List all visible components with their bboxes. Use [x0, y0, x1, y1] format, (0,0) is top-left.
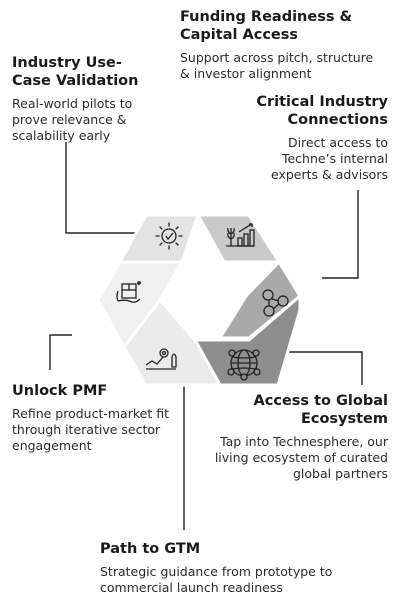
item-title-gtm: Path to GTM [100, 541, 201, 557]
item-desc-gtm: Strategic guidance from prototype to com… [100, 564, 333, 595]
segment-validation [118, 213, 200, 264]
item-pmf: Unlock PMF Refine product-market fit thr… [12, 382, 192, 454]
connector-connections [322, 190, 359, 279]
item-funding: Funding Readiness & Capital Access Suppo… [180, 8, 380, 82]
segment-pmf [96, 260, 184, 349]
item-gtm: Path to GTM Strategic guidance from prot… [100, 540, 390, 596]
product-box-icon [116, 281, 141, 303]
item-desc-pmf: Refine product-market fit through iterat… [12, 406, 169, 453]
item-connections: Critical Industry Connections Direct acc… [238, 93, 388, 183]
segment-connections [218, 260, 302, 340]
item-desc-ecosystem: Tap into Technesphere, our living ecosys… [214, 434, 388, 481]
item-title-connections: Critical Industry Connections [256, 94, 388, 128]
connector-ecosystem [276, 351, 363, 385]
item-validation: Industry Use-Case Validation Real-world … [12, 54, 157, 144]
people-network-icon [262, 289, 289, 317]
item-title-validation: Industry Use-Case Validation [12, 55, 139, 89]
item-desc-validation: Real-world pilots to prove relevance & s… [12, 96, 133, 143]
item-title-pmf: Unlock PMF [12, 383, 108, 399]
globe-network-icon [227, 349, 261, 381]
connector-lines [49, 142, 363, 530]
connector-pmf [49, 334, 72, 370]
item-ecosystem: Access to Global Ecosystem Tap into Tech… [210, 392, 388, 482]
item-title-funding: Funding Readiness & Capital Access [180, 9, 353, 43]
connector-validation [65, 142, 140, 234]
item-title-ecosystem: Access to Global Ecosystem [253, 393, 388, 427]
item-desc-connections: Direct access to Techne’s internal exper… [270, 135, 388, 182]
rocket-target-icon [145, 348, 177, 370]
item-desc-funding: Support across pitch, structure & invest… [180, 50, 374, 81]
chart-growth-icon [226, 223, 255, 247]
sun-check-icon [155, 222, 183, 250]
cycle-segments [96, 213, 302, 387]
